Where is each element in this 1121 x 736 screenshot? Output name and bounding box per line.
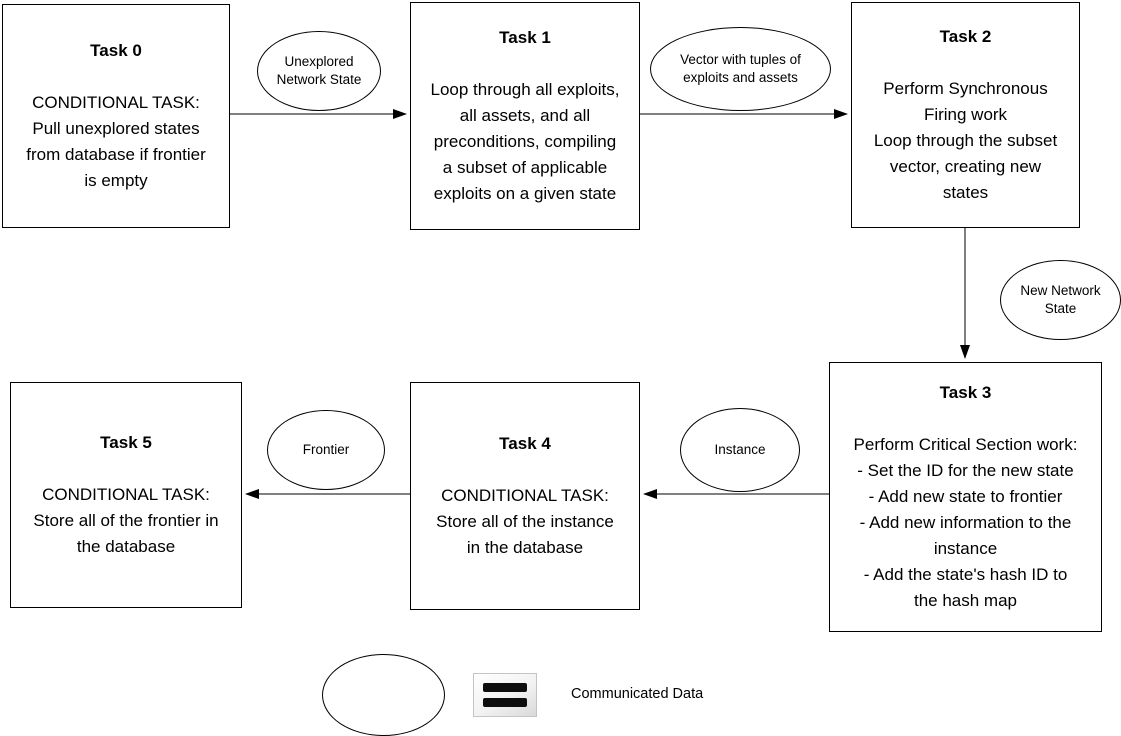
legend-ellipse-sample — [322, 654, 445, 736]
task3-line: - Add the state's hash ID to — [863, 565, 1068, 584]
task2-title: Task 2 — [939, 27, 992, 46]
connector-label-line: Vector with tuples of — [680, 52, 801, 67]
task-box-3: Task 3 Perform Critical Section work: - … — [829, 362, 1102, 632]
equals-icon-bar — [483, 683, 527, 692]
task5-title: Task 5 — [100, 433, 152, 452]
equals-icon-bar — [483, 698, 527, 707]
connector-label-line: State — [1044, 301, 1077, 316]
task2-line: states — [942, 183, 989, 202]
connector-label-instance: Instance — [680, 408, 800, 492]
connector-label-line: Network State — [276, 72, 362, 87]
task1-line: a subset of applicable — [442, 158, 608, 177]
task0-line: CONDITIONAL TASK: — [32, 93, 200, 112]
task-box-5: Task 5 CONDITIONAL TASK: Store all of th… — [10, 382, 242, 608]
task4-line: in the database — [466, 538, 584, 557]
task1-line: Loop through all exploits, — [430, 80, 620, 99]
task-box-0: Task 0 CONDITIONAL TASK: Pull unexplored… — [2, 4, 230, 228]
connector-label-line: Frontier — [302, 442, 350, 457]
task3-line: Perform Critical Section work: — [853, 435, 1078, 454]
task0-line: Pull unexplored states — [32, 119, 200, 138]
connector-label-line: Instance — [714, 442, 766, 457]
task3-line: the hash map — [913, 591, 1017, 610]
connector-label-line: New Network — [1020, 283, 1101, 298]
task5-line: CONDITIONAL TASK: — [42, 485, 210, 504]
task5-line: the database — [76, 537, 176, 556]
task0-line: from database if frontier — [26, 145, 206, 164]
task3-line: - Set the ID for the new state — [857, 461, 1074, 480]
connector-label-unexplored-network-state: Unexplored Network State — [257, 31, 381, 111]
connector-label-new-network-state: New Network State — [1000, 260, 1121, 340]
equals-icon — [473, 673, 537, 717]
task3-title: Task 3 — [939, 383, 992, 402]
task-box-4: Task 4 CONDITIONAL TASK: Store all of th… — [410, 382, 640, 610]
legend-label: Communicated Data — [571, 686, 704, 702]
task2-line: vector, creating new — [889, 157, 1042, 176]
task-box-1: Task 1 Loop through all exploits, all as… — [410, 2, 640, 230]
task2-line: Loop through the subset — [873, 131, 1058, 150]
connector-label-line: exploits and assets — [683, 70, 798, 85]
task1-line: exploits on a given state — [433, 184, 617, 203]
task-box-2: Task 2 Perform Synchronous Firing work L… — [851, 2, 1080, 228]
task1-line: all assets, and all — [459, 106, 591, 125]
task4-line: CONDITIONAL TASK: — [441, 486, 609, 505]
task0-line: is empty — [84, 171, 148, 190]
task1-title: Task 1 — [499, 28, 551, 47]
task1-line: preconditions, compiling — [433, 132, 617, 151]
connector-label-line: Unexplored — [284, 54, 354, 69]
task2-line: Firing work — [923, 105, 1008, 124]
connector-label-vector-tuples: Vector with tuples of exploits and asset… — [650, 27, 831, 111]
task3-line: - Add new state to frontier — [868, 487, 1063, 506]
task0-title: Task 0 — [90, 41, 142, 60]
task3-line: instance — [933, 539, 998, 558]
task3-line: - Add new information to the — [859, 513, 1072, 532]
task2-line: Perform Synchronous — [883, 79, 1048, 98]
task4-title: Task 4 — [499, 434, 551, 453]
task4-line: Store all of the instance — [436, 512, 614, 531]
task5-line: Store all of the frontier in — [33, 511, 219, 530]
connector-label-frontier: Frontier — [267, 410, 385, 490]
